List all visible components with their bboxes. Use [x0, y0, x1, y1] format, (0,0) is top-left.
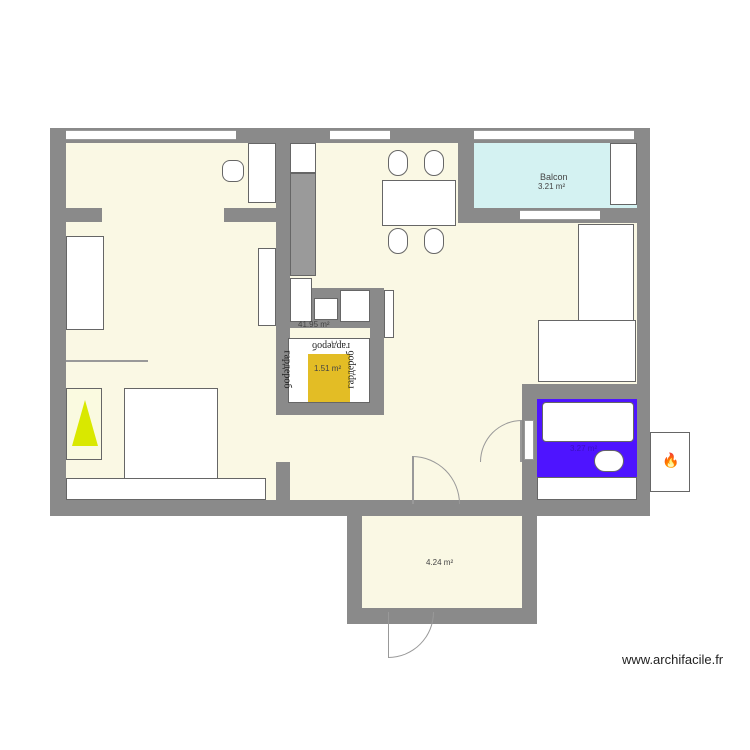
sink: [340, 290, 370, 322]
wall-stub-2: [224, 208, 276, 222]
balcony-area: 3.21 m²: [538, 182, 566, 191]
radiator: [384, 290, 394, 338]
sofa-bed: [66, 236, 104, 330]
wall-bedroom-stub: [66, 208, 102, 222]
wardrobe-label: гардероб: [345, 350, 357, 389]
chair: [424, 228, 444, 254]
chair: [222, 160, 244, 182]
wall-right: [637, 128, 650, 516]
window: [330, 130, 390, 140]
wall-bottom: [50, 500, 650, 516]
desk: [248, 143, 276, 203]
dining-table: [382, 180, 456, 226]
wall-left: [50, 128, 66, 516]
wall-closet-bottom: [276, 403, 384, 415]
bathroom-area: 3.27 m²: [570, 444, 598, 453]
chair: [424, 150, 444, 176]
closet-area: 1.51 m²: [314, 364, 342, 373]
entrance-door-swing: [388, 612, 434, 658]
curtain-line: [66, 360, 148, 362]
closet-floor: [308, 354, 350, 402]
watermark: www.archifacile.fr: [622, 652, 724, 667]
wall-stub-bottom: [276, 462, 290, 500]
chair: [388, 228, 408, 254]
sofa-chaise: [538, 320, 636, 382]
washbasin-unit: [537, 477, 637, 500]
bathtub: [542, 402, 634, 442]
boiler: [650, 432, 690, 492]
cabinet: [66, 478, 266, 500]
balcony-name: Balcon: [540, 172, 568, 182]
window: [66, 130, 236, 140]
wall-bath-top: [522, 384, 640, 399]
wall-kitchen: [276, 143, 290, 415]
wall-balcony: [458, 143, 474, 223]
window: [524, 420, 534, 460]
flame-icon: 🔥: [662, 452, 680, 468]
living-area: 41.95 m²: [298, 320, 330, 329]
kitchen-counter: [290, 173, 316, 276]
entrance-wall-right: [522, 516, 537, 624]
shelf: [258, 248, 276, 326]
chair: [388, 150, 408, 176]
kitchen-stove: [290, 143, 316, 173]
wardrobe-label: гардероб: [281, 350, 293, 389]
window: [474, 130, 634, 140]
toilet: [594, 450, 624, 472]
entrance-area: 4.24 m²: [426, 558, 454, 567]
entrance-wall-left: [347, 516, 362, 624]
wardrobe-label: гардероб: [312, 340, 351, 351]
oven: [314, 298, 338, 320]
balcony-door: [520, 210, 600, 220]
fridge: [290, 278, 312, 322]
entrance-floor: [362, 516, 522, 608]
balcony-cabinet: [610, 143, 637, 205]
entrance-wall-bottom: [347, 608, 537, 624]
